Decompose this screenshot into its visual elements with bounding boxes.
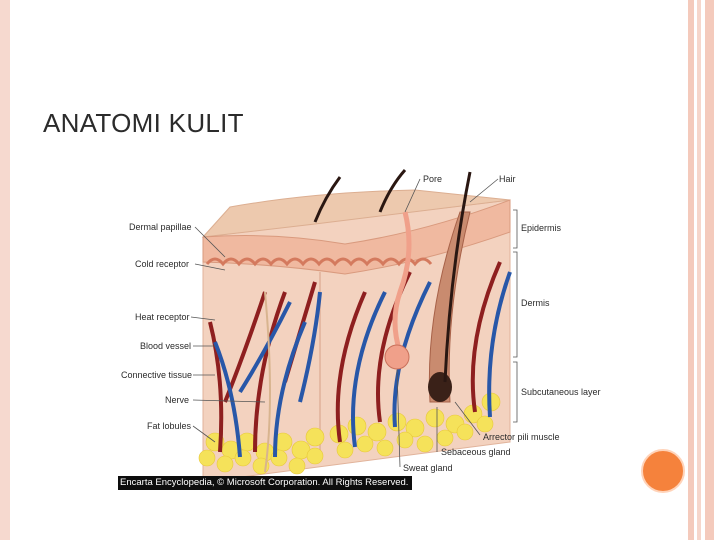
label-leaders <box>190 178 518 468</box>
slide-frame-right-stripe <box>688 0 694 540</box>
label-cold-receptor: Cold receptor <box>135 259 189 269</box>
label-connective-tissue: Connective tissue <box>121 370 192 380</box>
nerve <box>264 291 271 473</box>
slide-title: ANATOMI KULIT <box>43 108 244 138</box>
blood-vessel-vein <box>213 291 322 458</box>
label-sweat-gland: Sweat gland <box>403 463 453 473</box>
blood-vessel-artery <box>208 281 317 453</box>
slide-frame-left <box>0 0 10 540</box>
label-fat-lobules: Fat lobules <box>147 421 192 431</box>
label-heat-receptor: Heat receptor <box>135 312 190 322</box>
label-nerve: Nerve <box>165 395 189 405</box>
image-credit: Encarta Encyclopedia, © Microsoft Corpor… <box>120 477 409 488</box>
label-subcutaneous-layer: Subcutaneous layer <box>521 387 601 397</box>
label-dermal-papillae: Dermal papillae <box>129 222 192 232</box>
fat-lobules <box>198 392 501 475</box>
label-epidermis: Epidermis <box>521 223 562 233</box>
skin-anatomy-illustration: Dermal papillae Cold receptor Heat recep… <box>121 169 601 483</box>
sweat-gland <box>384 344 410 370</box>
surface-hair <box>378 169 407 213</box>
hair-shaft <box>443 171 472 383</box>
sweat-gland-duct <box>392 211 412 353</box>
label-dermis: Dermis <box>521 298 550 308</box>
slide-frame-right-stripe <box>697 0 701 540</box>
hair-bulb <box>428 372 452 402</box>
surface-hair <box>313 176 342 223</box>
slide-frame-right-stripe <box>705 0 714 540</box>
label-sebaceous-gland: Sebaceous gland <box>441 447 511 457</box>
epidermis-band <box>202 199 511 275</box>
label-hair: Hair <box>499 174 516 184</box>
label-pore: Pore <box>423 174 442 184</box>
dermal-papillae-line <box>205 257 433 267</box>
skin-anatomy-figure: Dermal papillae Cold receptor Heat recep… <box>115 152 606 492</box>
credit-bar <box>118 476 412 490</box>
decorative-orange-circle <box>641 449 685 493</box>
label-arrector-pili-muscle: Arrector pili muscle <box>483 432 560 442</box>
label-blood-vessel: Blood vessel <box>140 341 191 351</box>
